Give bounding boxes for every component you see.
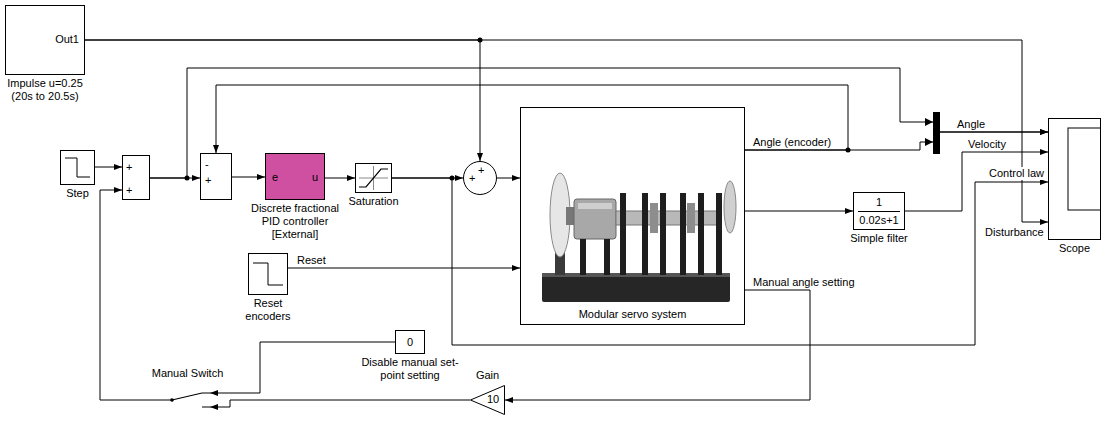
module-plate [642, 193, 648, 275]
branch-point [185, 176, 190, 181]
sign-label: + [126, 161, 132, 174]
signal-label: Angle [956, 118, 986, 131]
subsystem-block: Out1Impulse u=0.25 (20s to 20.5s) [5, 5, 85, 75]
step-icon [253, 263, 283, 285]
signal-label: Velocity [967, 138, 1007, 151]
signal-line [85, 40, 480, 161]
sign-label: + [205, 174, 211, 187]
switch-lever [172, 393, 202, 400]
constant-value: 0 [407, 336, 413, 349]
servo-base [542, 275, 730, 302]
step-icon [65, 158, 90, 177]
port-label: e [272, 171, 278, 184]
transfer-function-block: 10.02s+1Simple filter [853, 192, 905, 230]
port-label: u [312, 171, 318, 184]
mux-input-arrow [925, 118, 933, 126]
servo-illustration [542, 173, 736, 302]
switch-contact [202, 393, 210, 394]
disc-hub [566, 207, 574, 225]
signal-label: Disturbance [984, 226, 1045, 239]
switch-contact [202, 407, 210, 408]
signal-line [288, 268, 520, 269]
gain-triangle [471, 386, 505, 415]
gain-block: 10Gain [470, 385, 505, 415]
signal-line [95, 167, 122, 168]
block-caption: Saturation [339, 195, 409, 208]
signal-label: Control law [988, 167, 1045, 180]
pid-block: euDiscrete fractional PID controller [Ex… [265, 153, 325, 200]
signal-line [392, 178, 1048, 345]
servo-plant: Modular servo system [520, 107, 745, 325]
module-plate [620, 193, 626, 275]
block-caption: Modular servo system [579, 308, 687, 321]
module-plate [660, 193, 666, 275]
constant-block: 0Disable manual set-point setting [395, 330, 425, 354]
module-fan [724, 181, 736, 233]
module-coupling [687, 203, 695, 233]
step-block: Reset encoders [248, 253, 288, 295]
step-block: Step [60, 150, 95, 185]
block-caption: Disable manual set-point setting [360, 356, 460, 382]
signal-label: Angle (encoder) [752, 136, 832, 149]
saturation-icon [359, 169, 388, 187]
signal-line [745, 211, 853, 212]
scope-block: Scope [1048, 118, 1101, 240]
block-name: Out1 [55, 33, 79, 46]
numerator: 1 [876, 196, 882, 209]
motor-highlight [578, 203, 612, 209]
motor-body [574, 199, 616, 239]
block-caption: Gain [463, 369, 513, 382]
sign-label: + [478, 164, 484, 177]
branch-point [846, 148, 851, 153]
motor-support [580, 239, 586, 275]
mux-input-arrow [925, 138, 933, 146]
signal-line [210, 400, 470, 407]
block-caption: Discrete fractional PID controller [Exte… [245, 202, 345, 241]
module-plate [716, 193, 722, 275]
module-shaft [616, 211, 720, 225]
signal-line [497, 178, 520, 179]
module-plate [680, 193, 686, 275]
signal-line [905, 152, 1048, 211]
block-caption: Step [48, 187, 108, 200]
module-coupling [650, 203, 658, 233]
sum-junction: ++ [463, 161, 497, 195]
sum-block: ++ [122, 155, 150, 200]
branch-point [478, 38, 483, 43]
saturation-block: Saturation [355, 163, 392, 193]
branch-point [450, 176, 455, 181]
signal-line [232, 177, 265, 178]
motor-support [604, 239, 610, 275]
signal-line [325, 178, 355, 179]
signal-line [505, 290, 810, 400]
signal-line [745, 132, 1048, 150]
block-caption: Impulse u=0.25 (20s to 20.5s) [0, 77, 93, 103]
gain-value: 10 [487, 393, 499, 406]
block-caption: Reset encoders [238, 297, 298, 323]
signal-label: Manual angle setting [752, 276, 856, 289]
sign-label: - [205, 158, 209, 171]
manual-switch: Manual Switch [165, 383, 210, 413]
signal-line [216, 85, 848, 153]
sign-label: + [469, 172, 475, 185]
sign-label: + [126, 184, 132, 197]
sum-block: -+ [200, 153, 232, 200]
block-caption: Manual Switch [143, 367, 233, 380]
module-plate [698, 193, 704, 275]
mux-bar [933, 112, 940, 154]
signal-label: Reset [296, 254, 327, 267]
fraction-bar [858, 211, 900, 212]
block-caption: Simple filter [839, 232, 919, 245]
scope-screen [1068, 128, 1101, 210]
denominator: 0.02s+1 [859, 214, 898, 227]
block-caption: Scope [1048, 242, 1101, 255]
